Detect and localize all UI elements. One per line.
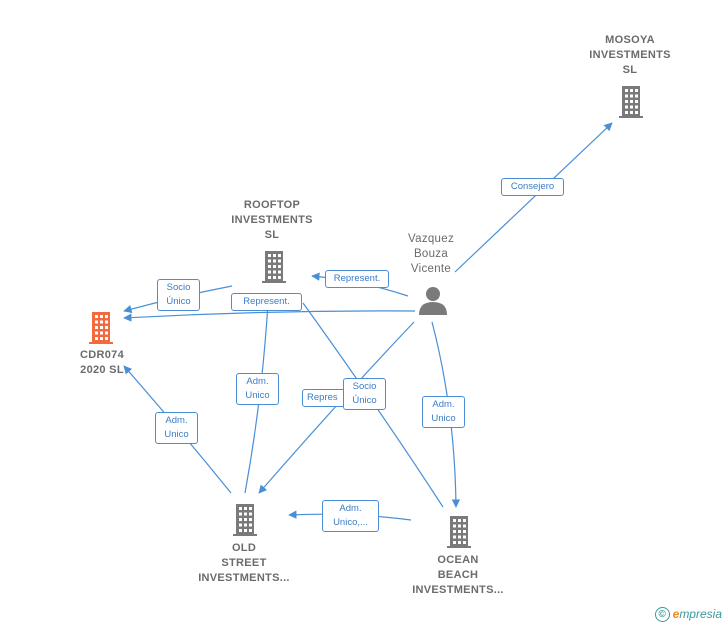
node-label-oldstreet[interactable]: OLD STREET INVESTMENTS...	[190, 541, 298, 586]
edge-label-line: Repres	[307, 392, 338, 403]
edge-vazquez-oldstreet	[258, 321, 415, 494]
edge-label-line: Unico	[164, 429, 189, 440]
node-label-line: SL	[622, 64, 638, 76]
node-label-line: INVESTMENTS	[231, 214, 313, 226]
node-label-line: 2020 SL	[80, 364, 124, 376]
ocean-building-icon[interactable]	[447, 516, 471, 548]
node-label-line: MOSOYA	[605, 34, 655, 46]
edge-label-represent-vazquez-cdr[interactable]: Represent.	[231, 293, 302, 311]
node-label-line: SL	[264, 229, 280, 241]
node-label-ocean[interactable]: OCEAN BEACH INVESTMENTS...	[404, 553, 512, 598]
edge-label-line: Adm.	[339, 503, 362, 514]
node-label-line: INVESTMENTS...	[412, 584, 504, 596]
node-label-vazquez[interactable]: Vazquez Bouza Vicente	[390, 232, 472, 277]
mosoya-building-icon[interactable]	[619, 86, 643, 118]
node-label-line: INVESTMENTS	[589, 49, 671, 61]
edge-label-line: Único	[352, 395, 377, 406]
edge-label-line: Unico	[431, 413, 456, 424]
node-label-line: Bouza	[413, 248, 449, 260]
edge-label-line: Represent.	[243, 296, 290, 307]
edge-label-line: Único	[166, 296, 191, 307]
edge-label-adm-unico-cdr[interactable]: Adm. Unico	[155, 412, 198, 444]
brand-logo-initial: e	[672, 606, 680, 621]
edge-label-line: Socio	[352, 381, 377, 392]
edge-label-line: Socio	[166, 282, 191, 293]
vazquez-person-icon[interactable]	[419, 287, 447, 315]
edge-label-represent-vazquez-rooftop[interactable]: Represent.	[325, 270, 389, 288]
edge-label-line: Adm.	[432, 399, 455, 410]
edge-label-line: Adm.	[246, 376, 269, 387]
edge-label-socio-unico-rooftop-cdr[interactable]: Socio Único	[157, 279, 200, 311]
edge-label-adm-unico-ocean[interactable]: Adm. Unico,...	[322, 500, 379, 532]
edge-label-adm-unico-vazquez[interactable]: Adm. Unico	[422, 396, 465, 428]
oldstreet-building-icon[interactable]	[233, 504, 257, 536]
node-label-line: ROOFTOP	[243, 199, 301, 211]
edge-label-line: Adm.	[165, 415, 188, 426]
edge-label-consejero[interactable]: Consejero	[501, 178, 564, 196]
node-label-line: OLD	[231, 542, 257, 554]
edge-label-line: Represent.	[333, 273, 381, 284]
node-label-line: Vazquez	[408, 233, 454, 245]
brand-footer[interactable]: ©empresia	[654, 606, 722, 622]
edge-label-socio-unico-center[interactable]: Socio Único	[343, 378, 386, 410]
node-label-line: CDR074	[80, 349, 124, 361]
edge-vazquez-mosoya	[454, 122, 613, 273]
node-label-line: Vicente	[410, 263, 452, 275]
edge-label-represent-center[interactable]: Repres	[302, 389, 350, 407]
node-label-line: INVESTMENTS...	[198, 572, 290, 584]
edge-label-line: Unico	[245, 390, 270, 401]
node-label-cdr[interactable]: CDR074 2020 SL	[62, 348, 142, 378]
node-label-mosoya[interactable]: MOSOYA INVESTMENTS SL	[578, 33, 682, 78]
node-label-rooftop[interactable]: ROOFTOP INVESTMENTS SL	[220, 198, 324, 243]
node-label-line: STREET	[221, 557, 267, 569]
edge-label-adm-unico-rooftop[interactable]: Adm. Unico	[236, 373, 279, 405]
rooftop-building-icon[interactable]	[262, 251, 286, 283]
cdr-building-icon[interactable]	[89, 312, 113, 344]
edge-vazquez-cdr	[123, 310, 416, 322]
node-label-line: OCEAN	[437, 554, 479, 566]
edge-label-line: Unico,...	[333, 517, 368, 528]
edge-label-line: Consejero	[510, 181, 555, 192]
copyright-icon: ©	[654, 607, 670, 622]
brand-logo-text: mpresia	[679, 606, 722, 621]
node-label-line: BEACH	[437, 569, 479, 581]
